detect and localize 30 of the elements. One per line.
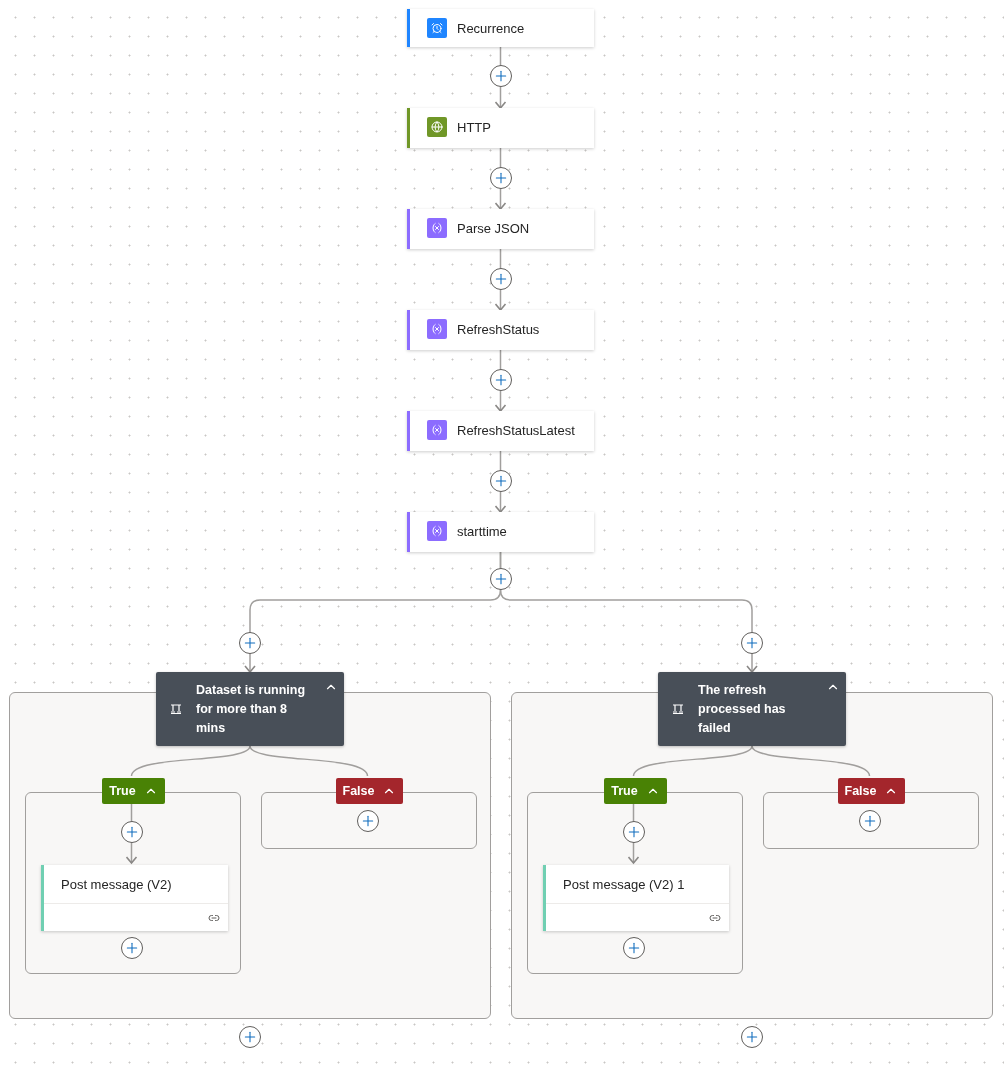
condition-title: Dataset is running for more than 8 mins	[196, 681, 307, 737]
branch-label: True	[109, 784, 136, 798]
connector-line	[130, 745, 251, 777]
branch-label: False	[844, 784, 877, 798]
condition-card	[156, 672, 344, 746]
action-card	[41, 865, 228, 931]
action-title: HTTP	[457, 119, 491, 135]
connector-line	[249, 745, 369, 777]
action-title: RefreshStatusLatest	[457, 422, 575, 438]
action-card	[407, 209, 594, 249]
branch-label: False	[342, 784, 375, 798]
action-title: starttime	[457, 523, 507, 539]
action-title: Post message (V2)	[61, 876, 172, 892]
action-card	[407, 512, 594, 552]
action-card	[407, 9, 594, 47]
action-card	[407, 411, 594, 451]
connector-line	[751, 745, 871, 777]
action-card	[407, 310, 594, 350]
action-title: RefreshStatus	[457, 321, 540, 337]
action-title: Post message (V2) 1	[563, 876, 685, 892]
connector-arrow	[499, 551, 758, 673]
action-title: Recurrence	[457, 20, 525, 36]
condition-title: The refresh processed has failed	[698, 681, 787, 737]
connector-line	[632, 745, 753, 777]
action-title: Parse JSON	[457, 220, 530, 236]
scope-panel	[511, 692, 993, 1019]
branch-label: True	[611, 784, 638, 798]
action-card	[407, 108, 594, 148]
action-card	[543, 865, 729, 931]
condition-card	[658, 672, 846, 746]
